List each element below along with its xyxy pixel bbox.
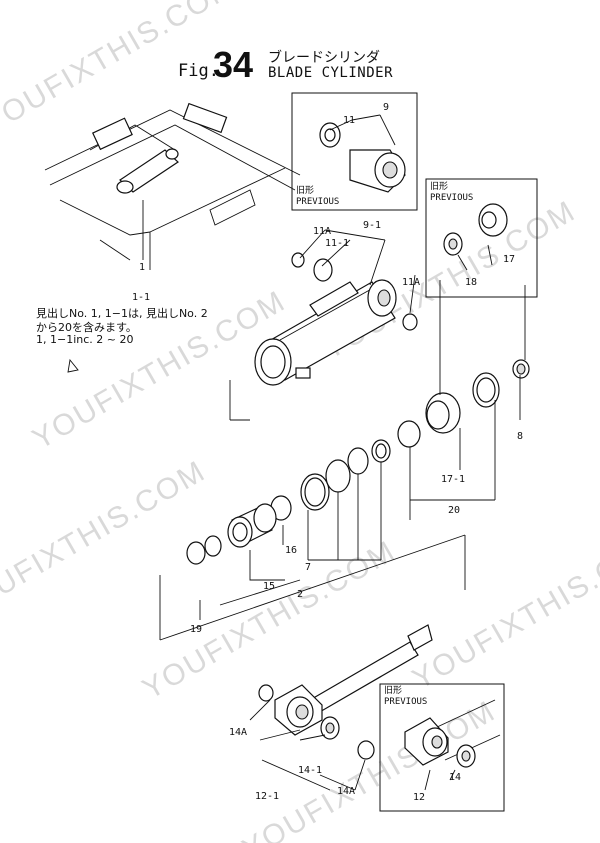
- figure-title-jp: ブレードシリンダ: [268, 50, 380, 66]
- callout-12: 12: [413, 792, 425, 803]
- callout-9-1: 9-1: [363, 220, 381, 231]
- figure-number: 34: [213, 44, 254, 85]
- callout-2: 2: [297, 589, 303, 600]
- callout-14a-left: 14A: [229, 727, 247, 738]
- previous-label-jp: 旧形: [384, 684, 402, 696]
- callout-17-1: 17-1: [441, 474, 465, 485]
- callout-16: 16: [285, 545, 297, 556]
- piston-assembly: [397, 359, 530, 448]
- note-line-3: 1, 1−1inc. 2 ~ 20: [36, 333, 134, 346]
- previous-label-top: PREVIOUS: [296, 197, 339, 207]
- rod-eye-previous: [319, 122, 406, 193]
- watermark-text: YOUFIXTHIS.COM: [317, 194, 581, 366]
- figure-title-en: BLADE CYLINDER: [268, 65, 394, 81]
- callout-14: 14: [449, 772, 461, 783]
- previous-box-right: [425, 178, 538, 298]
- rod-guide: [186, 503, 277, 565]
- previous-label-right: PREVIOUS: [430, 193, 473, 203]
- callout-7: 7: [305, 562, 311, 573]
- callout-14a-right: 14A: [337, 786, 355, 797]
- figure-prefix: Fig.: [178, 61, 219, 81]
- leader-lines: [67, 114, 526, 791]
- callout-8: 8: [517, 431, 523, 442]
- callout-9: 9: [383, 102, 389, 113]
- callout-17: 17: [503, 254, 515, 265]
- callout-11-previous: 11: [343, 115, 355, 126]
- note-line-2: から20を含みます。: [36, 321, 137, 334]
- watermark-text: YOUFIXTHIS.COM: [0, 454, 211, 626]
- callout-18: 18: [465, 277, 477, 288]
- cylinder-tube: [254, 252, 418, 386]
- previous-box-bottom: [379, 683, 505, 812]
- piston-previous: [443, 203, 508, 256]
- watermark-text: YOUFIXTHIS.COM: [407, 524, 600, 696]
- previous-label-bottom: PREVIOUS: [384, 697, 427, 707]
- note-line-1: 見出しNo. 1, 1−1は, 見出しNo. 2: [36, 307, 208, 320]
- callout-labels: 1 1-1 9 11 旧形 PREVIOUS 旧形 PREVIOUS 旧形 PR…: [132, 102, 523, 803]
- previous-label-jp: 旧形: [430, 180, 448, 192]
- callout-11-1: 11-1: [325, 238, 349, 249]
- callout-19: 19: [190, 624, 202, 635]
- rod-end-previous: [404, 699, 501, 768]
- callout-14-1: 14-1: [298, 765, 322, 776]
- callout-20: 20: [448, 505, 460, 516]
- callout-12-1: 12-1: [255, 791, 279, 802]
- callout-11a-left: 11A: [313, 226, 331, 237]
- previous-box-top: [291, 92, 418, 211]
- callout-11a-right: 11A: [402, 277, 420, 288]
- machine-frame-sketch: [44, 102, 301, 270]
- previous-label-jp: 旧形: [296, 184, 314, 196]
- callout-1-1: 1-1: [132, 292, 150, 303]
- callout-15: 15: [263, 581, 275, 592]
- piston-rod: [258, 624, 433, 760]
- seal-kit: [270, 439, 391, 521]
- callout-1: 1: [139, 262, 145, 273]
